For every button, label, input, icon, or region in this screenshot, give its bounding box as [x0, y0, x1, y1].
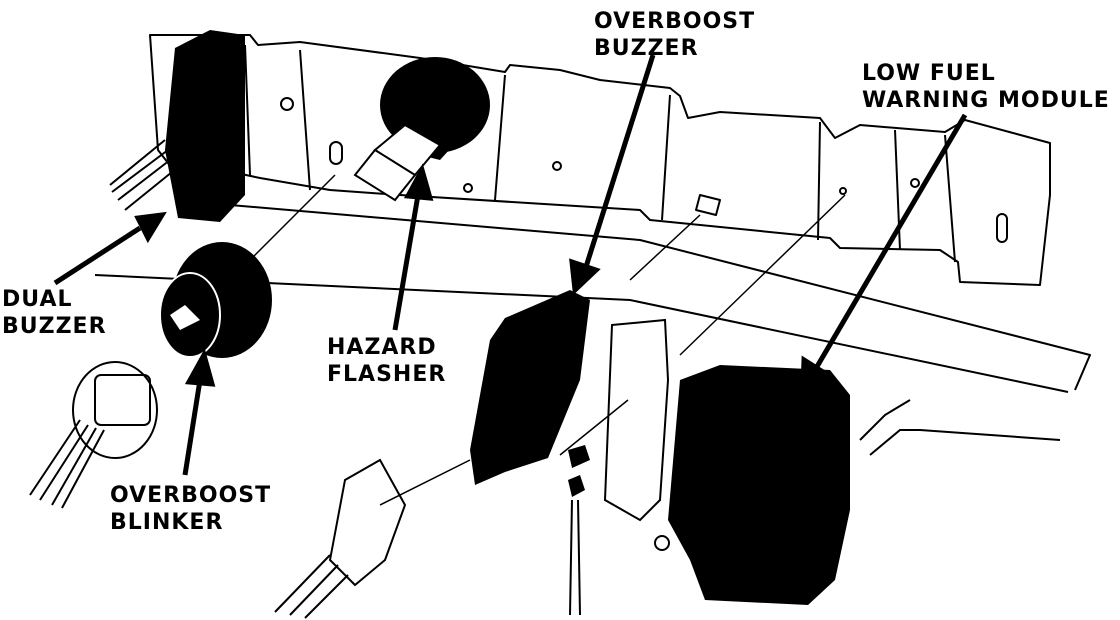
- low-fuel-warning-module: [568, 318, 1061, 616]
- arrow-overboost-buzzer: [582, 54, 656, 271]
- bracket-slot: [329, 141, 343, 165]
- label-line: BLINKER: [110, 510, 224, 535]
- dual-buzzer-wires: [109, 139, 173, 211]
- label-overboost-buzzer: OVERBOOST BUZZER: [594, 8, 755, 62]
- arrow-low-fuel: [812, 113, 968, 372]
- arrowhead: [800, 355, 831, 393]
- label-dual-buzzer: DUAL BUZZER: [2, 286, 107, 340]
- overboost-buzzer-connector: [274, 458, 407, 619]
- bracket-hole: [280, 97, 294, 111]
- mounting-bracket: [149, 34, 1051, 286]
- label-line: WARNING MODULE: [862, 88, 1110, 113]
- label-line: FLASHER: [327, 362, 447, 387]
- arrowhead: [134, 211, 167, 244]
- label-overboost-blinker: OVERBOOST BLINKER: [110, 482, 271, 536]
- arrowhead: [404, 163, 434, 201]
- label-line: BUZZER: [594, 36, 699, 61]
- bracket-top-fold: [244, 44, 956, 263]
- arrowhead: [184, 348, 216, 387]
- bracket-hole: [463, 183, 473, 193]
- overboost-blinker-connector: [29, 361, 158, 509]
- label-line: OVERBOOST: [110, 483, 272, 508]
- label-line: HAZARD: [327, 335, 437, 360]
- bracket-slot: [996, 213, 1008, 243]
- bracket-clip: [695, 194, 721, 216]
- arrow-hazard-flasher: [392, 194, 421, 331]
- label-line: OVERBOOST: [594, 9, 756, 34]
- bracket-hole: [910, 178, 920, 188]
- overboost-blinker: [159, 242, 272, 358]
- label-line: LOW FUEL: [862, 61, 996, 86]
- overboost-buzzer: [470, 290, 590, 485]
- bracket-hole: [839, 187, 847, 195]
- hazard-flasher: [353, 57, 490, 202]
- arrow-overboost-blinker: [182, 379, 203, 476]
- bracket-lower-shelf: [94, 204, 1091, 393]
- label-hazard-flasher: HAZARD FLASHER: [327, 334, 446, 388]
- label-low-fuel-warning-module: LOW FUEL WARNING MODULE: [862, 60, 1110, 114]
- dual-buzzer: [165, 30, 245, 222]
- bracket-hole: [552, 161, 562, 171]
- arrowhead: [569, 258, 601, 296]
- pointer-arrows: [53, 54, 968, 476]
- arrow-dual-buzzer: [53, 225, 142, 286]
- label-line: BUZZER: [2, 314, 107, 339]
- label-line: DUAL: [2, 287, 73, 312]
